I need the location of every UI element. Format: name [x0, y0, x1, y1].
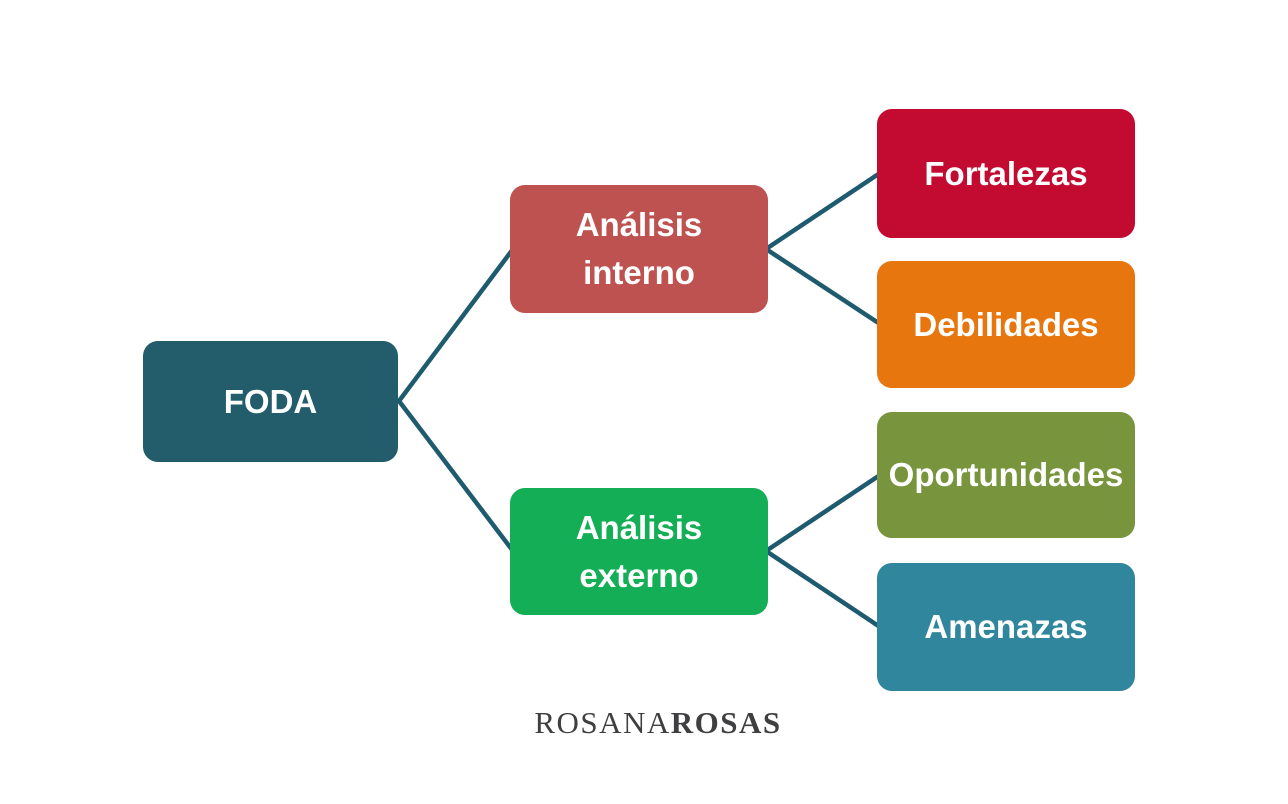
brand-logo: ROSANAROSAS: [28, 703, 1288, 743]
node-analisis-interno: Análisis interno: [510, 185, 768, 313]
node-foda-label: FODA: [223, 382, 318, 420]
connector-foda-externo: [396, 398, 516, 554]
node-analisis-externo: Análisis externo: [510, 488, 768, 615]
node-analisis-interno-label-line2: interno: [583, 254, 695, 291]
node-analisis-interno-label-line1: Análisis: [575, 206, 703, 243]
node-amenazas: Amenazas: [877, 563, 1135, 691]
node-oportunidades: Oportunidades: [877, 412, 1135, 538]
node-fortalezas: Fortalezas: [877, 109, 1135, 238]
node-fortalezas-label: Fortalezas: [924, 154, 1088, 192]
node-amenazas-label: Amenazas: [924, 608, 1088, 645]
connector-externo-amenazas: [763, 548, 883, 630]
node-oportunidades-label: Oportunidades: [888, 456, 1124, 493]
node-foda: FODA: [143, 341, 398, 462]
connector-foda-interno: [396, 246, 516, 404]
node-analisis-externo-label-line2: externo: [579, 556, 699, 594]
node-analisis-externo-label-line1: Análisis: [575, 508, 703, 546]
node-debilidades: Debilidades: [877, 261, 1135, 388]
connector-externo-oportunidades: [763, 472, 883, 554]
node-debilidades-label: Debilidades: [913, 305, 1099, 343]
brand-logo-second-part: ROSAS: [670, 705, 782, 740]
connector-interno-fortalezas: [763, 170, 883, 252]
brand-logo-first-part: ROSANA: [534, 705, 671, 740]
connector-interno-debilidades: [763, 246, 883, 327]
